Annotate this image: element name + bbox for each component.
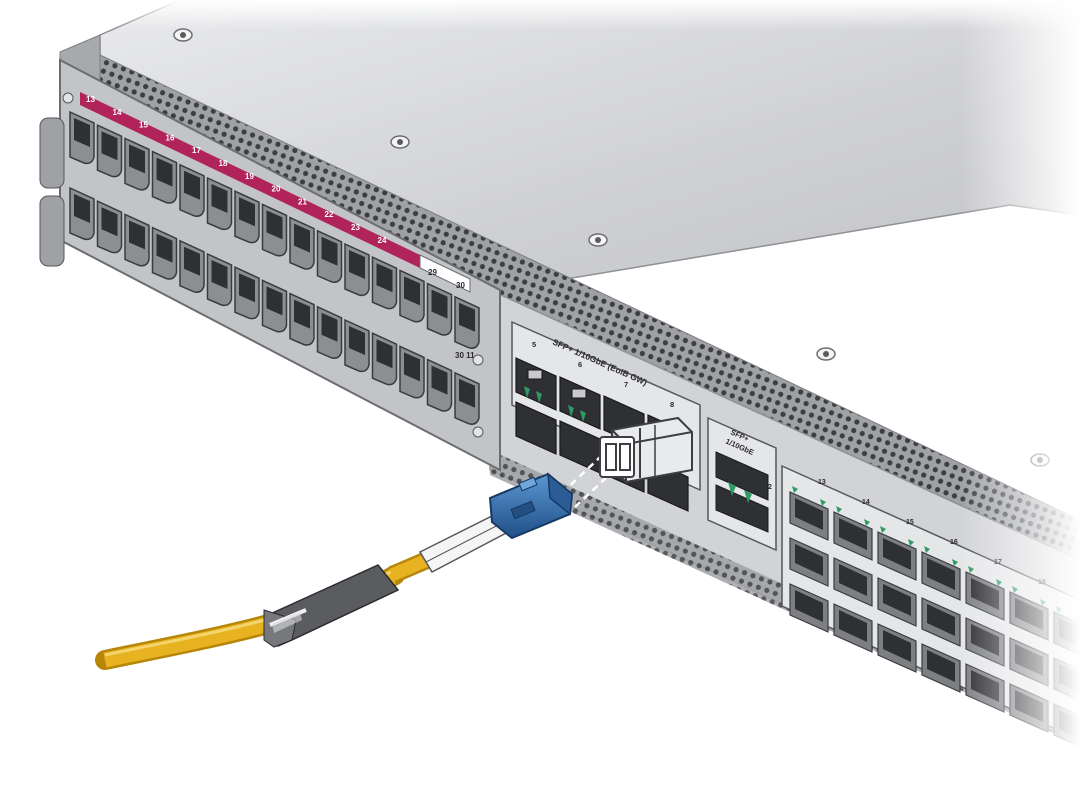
rj45-port[interactable] (179, 163, 205, 217)
rj45-port[interactable] (833, 506, 873, 561)
sfp-cage[interactable] (515, 357, 557, 411)
port-number-label: 22 (325, 210, 334, 219)
rj45-port[interactable] (344, 318, 370, 373)
rj45-port[interactable] (234, 190, 260, 244)
rj45-port[interactable] (426, 282, 453, 336)
rj45-port[interactable] (399, 345, 425, 399)
rj45-port[interactable] (69, 110, 95, 165)
fiber-cable (95, 511, 514, 670)
lc-connector[interactable] (488, 472, 574, 540)
rj45-port[interactable] (877, 623, 917, 673)
sfp-port-number: 5 (532, 340, 536, 349)
port-number-label: 21 (298, 197, 307, 206)
port-number-label: 16 (166, 133, 175, 142)
rj45-port[interactable] (179, 239, 205, 293)
rj45-port[interactable] (151, 150, 178, 204)
sfp-cage[interactable] (515, 401, 557, 455)
module-port-number: 30 11 (455, 351, 475, 360)
rj45-port[interactable] (833, 557, 873, 607)
rj45-port[interactable] (206, 176, 233, 231)
rj45-port[interactable] (399, 269, 425, 323)
rj45-port[interactable] (789, 486, 829, 541)
rj45-port[interactable] (234, 266, 260, 320)
sfp-port-number: 8 (670, 400, 674, 409)
rj45-port-number: 16 (950, 539, 958, 546)
rj45-port[interactable] (69, 186, 95, 241)
port-number-label: 23 (351, 223, 360, 232)
port-number-label: 15 (139, 121, 148, 130)
rj45-port[interactable] (789, 583, 829, 633)
port-number-label: 13 (86, 95, 95, 104)
rj45-port[interactable] (206, 252, 233, 307)
rj45-port[interactable] (877, 526, 917, 581)
rj45-port[interactable] (789, 537, 829, 587)
rj45-port-number: 13 (818, 479, 826, 486)
rj45-port[interactable] (151, 226, 178, 280)
rj45-port[interactable] (289, 216, 315, 270)
sfp-port-number: 7 (624, 380, 628, 389)
rj45-port[interactable] (833, 603, 873, 653)
sfp-port-number: 6 (578, 360, 582, 369)
port-number-label: 30 (456, 281, 465, 290)
port-number-label: 19 (245, 172, 254, 181)
rj45-port[interactable] (124, 137, 150, 191)
port-number-label: 17 (192, 146, 201, 155)
sfp-cage[interactable] (559, 376, 601, 430)
rj45-port-number: 14 (862, 499, 870, 506)
rj45-port[interactable] (454, 295, 480, 349)
rj45-port-number: 15 (906, 519, 914, 526)
rj45-port[interactable] (289, 292, 315, 346)
port-number-label: 20 (272, 185, 281, 194)
rj45-port[interactable] (316, 229, 343, 283)
rj45-port[interactable] (96, 200, 123, 254)
sfp-transceiver[interactable] (599, 416, 693, 485)
port-number-label: 29 (428, 268, 437, 277)
label-band (80, 92, 420, 268)
port-number-label: 18 (219, 159, 228, 168)
rj45-port[interactable] (426, 358, 453, 412)
rj45-port[interactable] (454, 371, 480, 425)
rj45-port[interactable] (316, 305, 343, 359)
rj45-port[interactable] (261, 203, 288, 257)
rj45-port[interactable] (344, 242, 370, 297)
rj45-port[interactable] (124, 213, 150, 267)
rj45-port[interactable] (371, 256, 398, 310)
rj45-port[interactable] (371, 332, 398, 386)
rj45-port[interactable] (877, 577, 917, 627)
rj45-port[interactable] (96, 124, 123, 178)
sfp-single-port-number: 2 (768, 484, 772, 491)
sfp-single-cage[interactable] (715, 451, 769, 533)
port-number-label: 14 (113, 108, 122, 117)
port-number-label: 24 (378, 236, 387, 245)
rj45-port[interactable] (261, 279, 288, 333)
